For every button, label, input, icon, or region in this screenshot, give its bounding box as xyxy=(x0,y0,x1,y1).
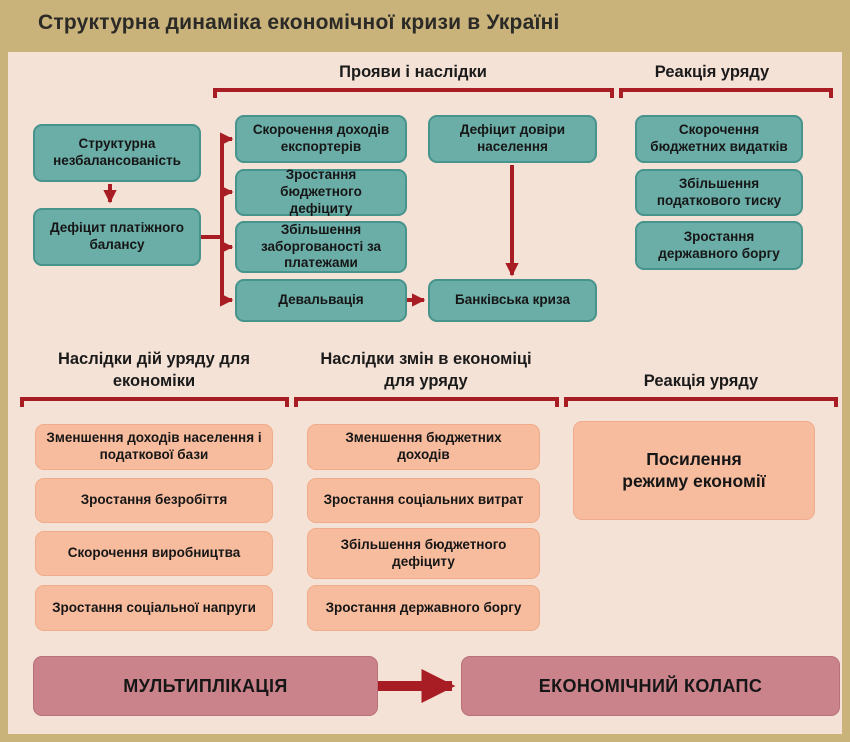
header-effects-government: Наслідки змін в економіці для уряду xyxy=(320,350,532,390)
box-state-debt-growth-top: Зростання державного боргу xyxy=(635,221,803,270)
box-multiplication: МУЛЬТИПЛІКАЦІЯ xyxy=(33,656,378,716)
box-income-taxbase-drop: Зменшення доходів населення і податкової… xyxy=(35,424,273,470)
box-banking-crisis: Банківська криза xyxy=(428,279,597,322)
box-social-tension-growth: Зростання соціальної напруги xyxy=(35,585,273,631)
page-title: Структурна динаміка економічної кризи в … xyxy=(38,11,560,34)
box-economic-collapse: ЕКОНОМІЧНИЙ КОЛАПС xyxy=(461,656,840,716)
header-effects-economy: Наслідки дій уряду для економіки xyxy=(57,350,251,390)
box-devaluation: Девальвація xyxy=(235,279,407,322)
box-budget-deficit-growth: Зростання бюджетного дефіциту xyxy=(235,167,407,216)
box-unemployment-growth: Зростання безробіття xyxy=(35,478,273,523)
header-gov-reaction-top: Реакція уряду xyxy=(654,63,770,81)
box-structural-imbalance: Структурна незбалансованість xyxy=(33,124,201,182)
header-manifestations: Прояви і наслідки xyxy=(339,63,487,81)
box-tax-pressure-increase: Збільшення податкового тиску xyxy=(635,169,803,216)
box-social-spending-growth: Зростання соціальних витрат xyxy=(307,478,540,523)
box-trust-deficit: Дефіцит довіри населення xyxy=(428,115,597,163)
header-gov-reaction-bottom: Реакція уряду xyxy=(643,372,759,390)
box-state-debt-growth-bottom: Зростання державного боргу xyxy=(307,585,540,631)
box-budget-deficit-increase: Збільшення бюджетного дефіциту xyxy=(307,528,540,579)
box-budget-revenue-drop: Зменшення бюджетних доходів xyxy=(307,424,540,470)
box-budget-spending-cut: Скорочення бюджетних видатків xyxy=(635,115,803,163)
box-export-income-drop: Скорочення доходів експортерів xyxy=(235,115,407,163)
box-austerity-regime: Посилення режиму економії xyxy=(573,421,815,520)
box-production-decline: Скорочення виробництва xyxy=(35,531,273,576)
box-payment-arrears: Збільшення заборгованості за платежами xyxy=(235,221,407,273)
box-payment-balance-deficit: Дефіцит платіжного балансу xyxy=(33,208,201,266)
